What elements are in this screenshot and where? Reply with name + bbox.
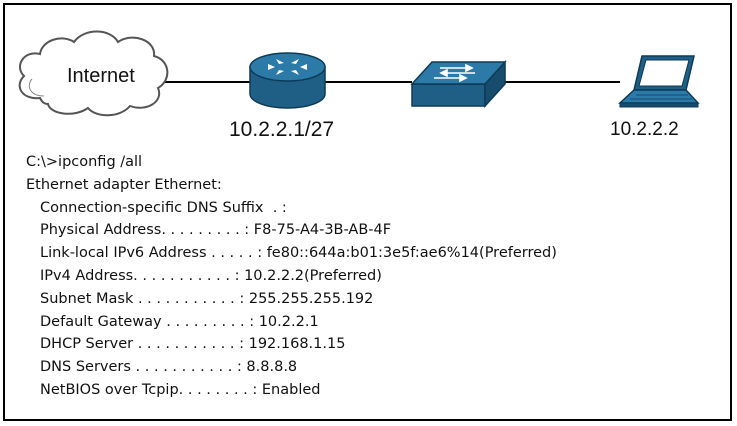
laptop-ip-label: 10.2.2.2 (610, 119, 679, 140)
dns-suffix-line: Connection-specific DNS Suffix . : (40, 199, 287, 216)
adapter-heading: Ethernet adapter Ethernet: (26, 176, 222, 193)
subnet-mask-line: Subnet Mask . . . . . . . . . . . : 255.… (40, 290, 374, 307)
internet-label: Internet (67, 65, 135, 87)
switch-icon (410, 60, 507, 108)
ipv6-address-line: Link-local IPv6 Address . . . . . : fe80… (40, 245, 557, 262)
command-line: C:\>ipconfig /all (26, 154, 143, 170)
default-gateway-line: Default Gateway . . . . . . . . . : 10.2… (40, 313, 319, 330)
ipconfig-output: C:\>ipconfig /all Ethernet adapter Ether… (26, 151, 557, 402)
physical-address-line: Physical Address. . . . . . . . . : F8-7… (40, 222, 392, 239)
cloud-icon (18, 30, 169, 117)
dhcp-server-line: DHCP Server . . . . . . . . . . . : 192.… (40, 336, 346, 353)
ipv4-address-line: IPv4 Address. . . . . . . . . . . : 10.2… (40, 267, 382, 284)
dns-servers-line: DNS Servers . . . . . . . . . . . : 8.8.… (40, 359, 298, 376)
laptop-icon (618, 55, 700, 108)
router-icon (249, 52, 326, 109)
netbios-line: NetBIOS over Tcpip. . . . . . . . : Enab… (40, 381, 321, 398)
router-ip-label: 10.2.2.1/27 (229, 118, 335, 141)
